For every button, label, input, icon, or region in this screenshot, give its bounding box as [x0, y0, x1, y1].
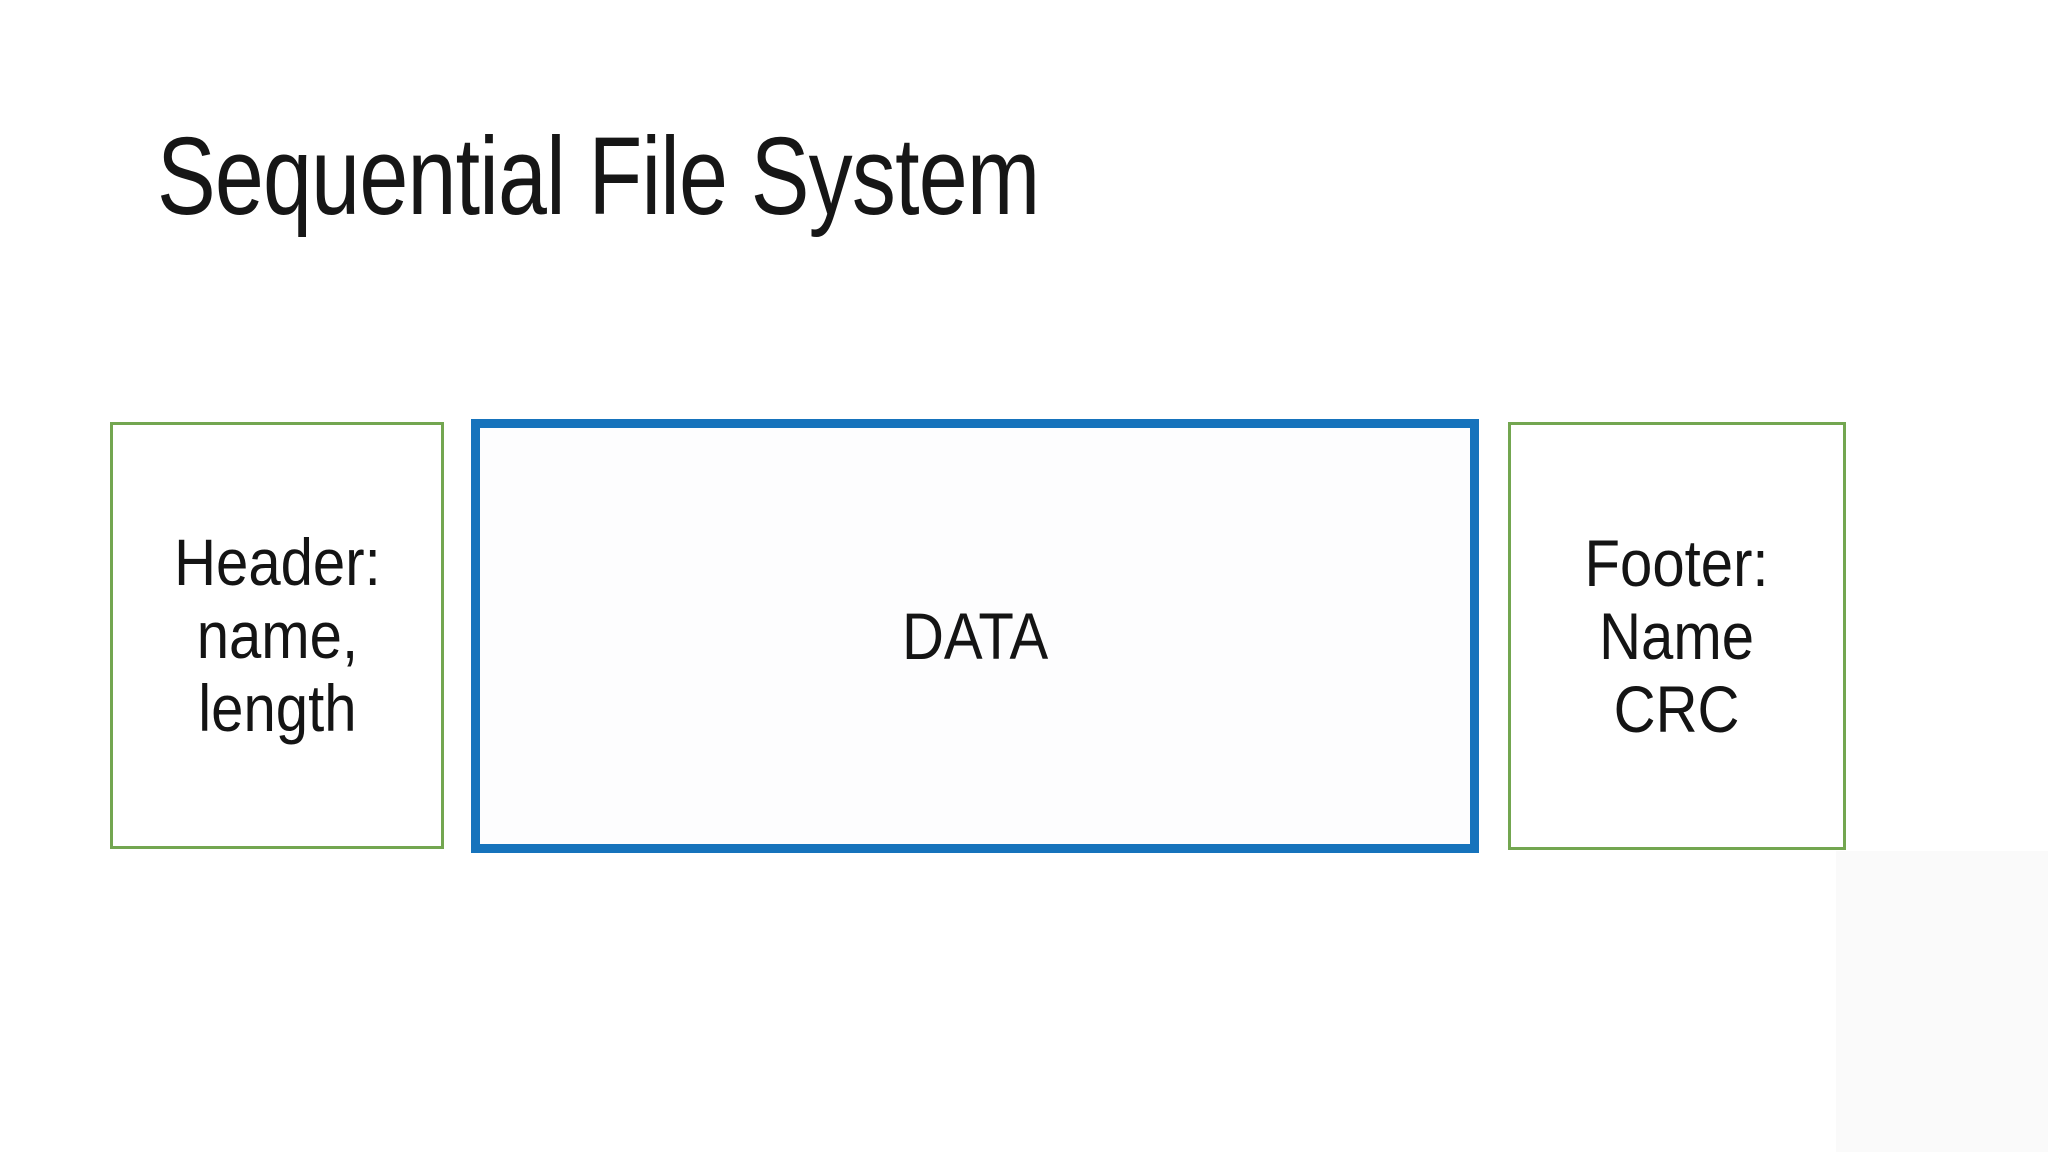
header-line-1: Header: — [173, 525, 381, 599]
data-label: DATA — [901, 598, 1049, 673]
footer-line-1: Footer: — [1584, 525, 1770, 600]
bottom-right-shade — [1836, 851, 2048, 1152]
header-block-text: Header: name, length — [174, 526, 381, 745]
footer-block-text: Footer: Name CRC — [1584, 525, 1770, 746]
data-block: DATA — [471, 419, 1479, 853]
header-line-3: length — [197, 671, 357, 745]
footer-line-3: CRC — [1614, 671, 1740, 746]
slide-title: Sequential File System — [157, 115, 1040, 238]
header-block: Header: name, length — [110, 422, 444, 849]
footer-line-2: Name — [1599, 598, 1755, 673]
header-line-2: name, — [196, 598, 358, 672]
data-block-text: DATA — [901, 598, 1049, 673]
footer-block: Footer: Name CRC — [1508, 422, 1846, 850]
